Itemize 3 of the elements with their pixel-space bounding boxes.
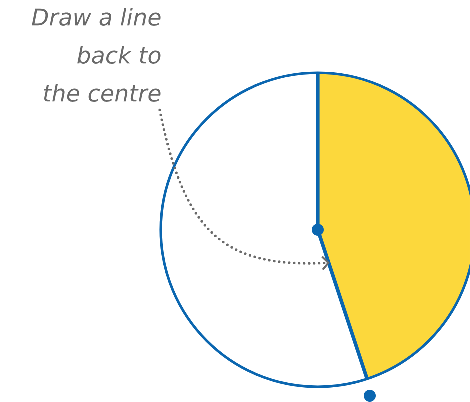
dotted-arrow xyxy=(158,108,330,270)
circle-outline xyxy=(160,72,470,388)
instruction-text: Draw a line back to the centre xyxy=(32,8,161,102)
